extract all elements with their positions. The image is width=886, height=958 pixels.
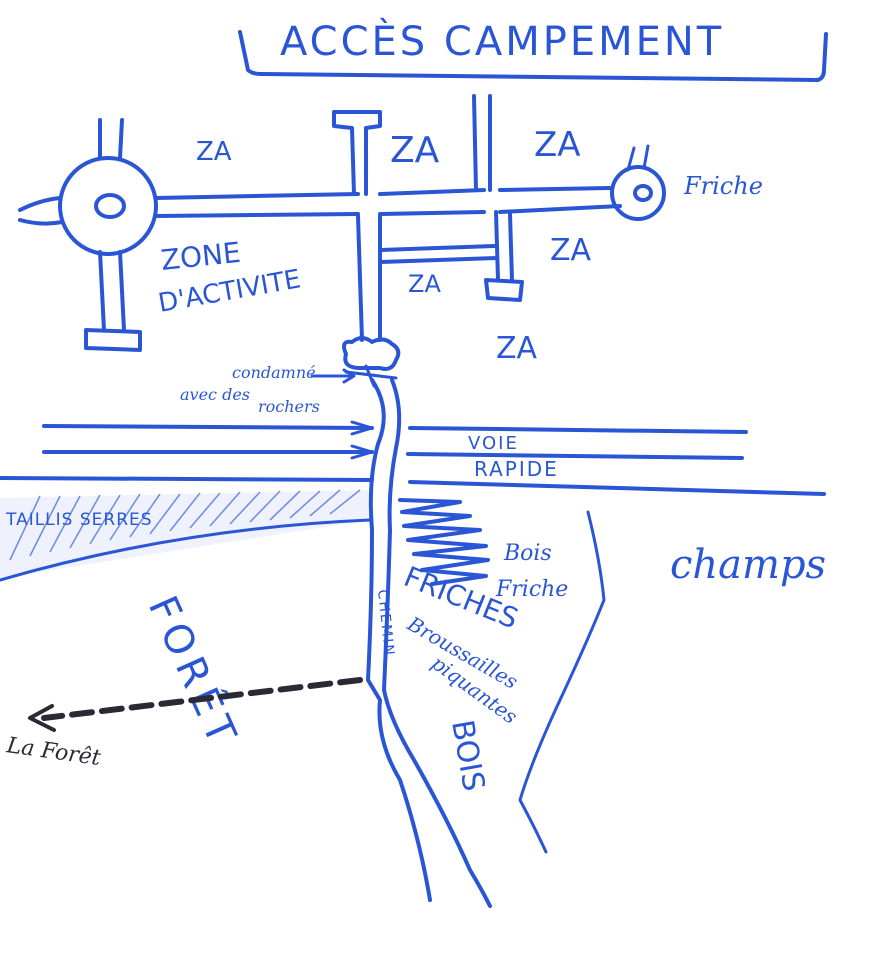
expressway	[0, 420, 826, 496]
dashed-trail	[41, 677, 363, 721]
west-stub-down	[84, 250, 142, 352]
west-stub-up	[98, 118, 124, 160]
la-foret-label: La Forêt	[4, 733, 102, 771]
taillis-hatch	[0, 489, 372, 582]
za-label: ZA	[196, 137, 232, 167]
west-stub-road	[18, 196, 64, 226]
map-title: ACCÈS CAMPEMENT	[280, 17, 724, 65]
east-roundabout-stubs	[626, 144, 650, 172]
rock-blockade	[342, 336, 401, 371]
bois-vertical-label: BOIS	[444, 717, 491, 794]
east-roundabout-center	[633, 184, 653, 202]
taillis-edge	[0, 518, 372, 582]
bois-friche-scribble	[398, 498, 490, 586]
champs-label: champs	[670, 542, 826, 588]
expressway-line	[42, 424, 748, 434]
east-roundabout	[610, 165, 666, 221]
central-road	[332, 110, 382, 342]
expressway-line	[0, 476, 826, 496]
expressway-arrows	[350, 420, 374, 460]
bois-friche-line1: Bois	[503, 541, 552, 566]
barrier-note-line3: rochers	[258, 397, 320, 416]
bois-friche-line2: Friche	[495, 577, 568, 602]
za-label: ZA	[390, 130, 440, 171]
west-roundabout-center	[94, 193, 126, 219]
taillis-label: TAILLIS SERRES	[5, 510, 153, 530]
barrier-note-line1: condamné	[232, 363, 316, 382]
foret-label: FORÊT	[139, 589, 249, 757]
blockade-arrow	[310, 368, 356, 384]
voie-label-line2: RAPIDE	[474, 457, 559, 481]
chemin-path-edge	[382, 378, 492, 908]
voie-label-line1: VOIE	[468, 433, 519, 454]
za-label: ZA	[550, 233, 592, 268]
chemin-label: CHEMIN	[374, 589, 397, 658]
za-label: ZA	[534, 125, 581, 165]
za-label: ZA	[496, 331, 538, 366]
friche-label: Friche	[683, 172, 763, 200]
east-vertical-road	[472, 94, 492, 192]
main-road	[154, 186, 622, 218]
za-label: ZA	[408, 270, 441, 298]
barrier-note-line2: avec des	[180, 385, 250, 404]
chemin-path	[366, 378, 432, 902]
expressway-line	[42, 450, 744, 460]
zone-label-line1: ZONE	[159, 236, 242, 277]
road-network	[18, 94, 666, 388]
trail-arrowhead	[28, 704, 56, 732]
friches-boundary	[518, 510, 606, 854]
west-roundabout	[58, 156, 158, 256]
title-frame	[238, 30, 828, 82]
side-road	[378, 210, 524, 302]
